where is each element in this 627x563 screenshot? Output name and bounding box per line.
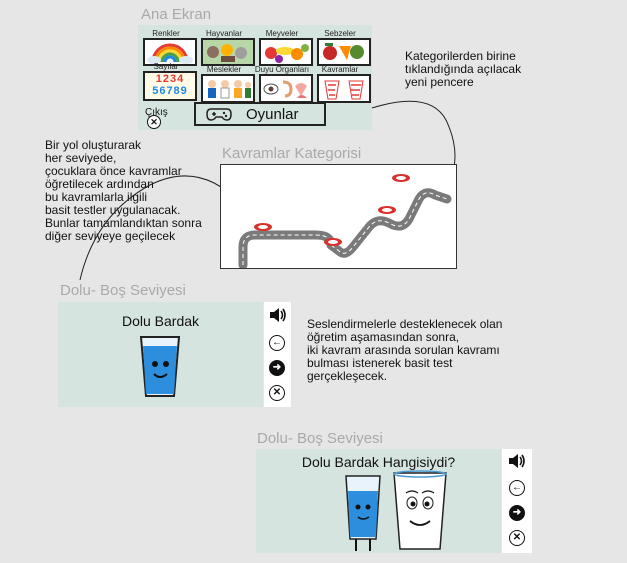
level-teach-title: Dolu- Boş Seviyesi: [60, 282, 186, 299]
back-button[interactable]: ←: [269, 335, 285, 351]
level-marker-icon: [392, 174, 410, 182]
speaker-icon[interactable]: [268, 306, 288, 324]
category-tile-hayvanlar[interactable]: [201, 38, 255, 66]
games-button[interactable]: Oyunlar: [194, 102, 326, 126]
audio-note-line: iki kavram arasında sorulan kavramı: [307, 343, 500, 357]
audio-note-line: gerçekleşecek.: [307, 369, 388, 383]
back-button[interactable]: ←: [509, 480, 525, 496]
path-note-line: bu kavramlarla ilgili: [45, 190, 148, 204]
category-tile-duyu-organlari[interactable]: [259, 74, 313, 103]
audio-note: Seslendirmelerle desteklenecek olan öğre…: [307, 318, 502, 383]
main-screen-title: Ana Ekran: [141, 6, 212, 23]
empty-glass-option[interactable]: [390, 469, 450, 553]
path-note-line: çocuklara önce kavramlar: [45, 164, 182, 178]
close-button[interactable]: ✕: [509, 530, 525, 546]
categories-note-line: tıklandığında açılacak: [405, 62, 522, 76]
vegetables-icon: [323, 43, 364, 60]
category-tile-sayilar[interactable]: 1234 56789: [143, 71, 197, 101]
gamepad-icon: [206, 108, 232, 121]
close-icon: ✕: [512, 532, 522, 543]
category-tile-kavramlar[interactable]: [317, 74, 371, 103]
rainbow-icon: [147, 43, 193, 64]
category-label-meslekler: Meslekler: [206, 65, 242, 74]
connector-categories-to-concepts: [371, 100, 456, 168]
level-teach-card-title: Dolu Bardak: [121, 313, 200, 329]
audio-note-line: Seslendirmelerle desteklenecek olan: [307, 317, 503, 331]
category-tile-meyveler[interactable]: [259, 38, 313, 66]
path-note-line: diğer seviyeye geçilecek: [45, 229, 176, 243]
numbers-line-1: 1234: [155, 73, 185, 85]
path-note-line: her seviyede,: [45, 151, 117, 165]
level-teach-controls: ← ➜ ✕: [264, 302, 291, 407]
close-button[interactable]: ✕: [269, 385, 285, 401]
concepts-icon: [324, 80, 364, 100]
path-note-line: basit testler uygulanacak.: [45, 203, 181, 217]
level-marker-icon: [378, 206, 396, 214]
professions-icon: [208, 80, 251, 99]
audio-note-line: bulması istenerek basit test: [307, 356, 453, 370]
exit-label: Çıkış: [145, 107, 168, 118]
speaker-icon[interactable]: [507, 452, 527, 470]
audio-note-line: öğretim aşamasından sonra,: [307, 330, 460, 344]
level-test-controls: ← ➜ ✕: [502, 449, 532, 553]
concept-path-panel: [220, 164, 457, 270]
path-note-line: Bunlar tamamlandıktan sonra: [45, 216, 202, 230]
level-teach-panel: Dolu Bardak: [58, 302, 263, 407]
full-glass-icon: [139, 336, 181, 397]
numbers-line-2: 56789: [152, 85, 188, 97]
connector-path-to-level: [79, 175, 242, 281]
games-label: Oyunlar: [246, 105, 299, 123]
category-label-sayilar: Sayılar: [153, 62, 179, 71]
close-icon: ✕: [150, 117, 158, 127]
level-test-panel: Dolu Bardak Hangisiydi?: [256, 449, 501, 553]
level-test-question: Dolu Bardak Hangisiydi?: [301, 454, 456, 470]
arrow-right-icon: ➜: [512, 507, 522, 518]
category-label-meyveler: Meyveler: [265, 29, 299, 38]
full-glass-option[interactable]: [342, 473, 384, 553]
senses-icon: [263, 80, 307, 98]
road-path-illustration: [238, 174, 452, 270]
exit-button[interactable]: ✕: [147, 115, 161, 129]
level-test-title: Dolu- Boş Seviyesi: [257, 430, 383, 447]
level-marker-icon: [254, 223, 272, 231]
path-note-line: Bir yol oluşturarak: [45, 138, 142, 152]
category-label-duyu-organlari: Duyu Organları: [254, 65, 310, 74]
category-label-renkler: Renkler: [152, 29, 180, 38]
close-icon: ✕: [272, 387, 282, 398]
level-marker-icon: [324, 238, 342, 246]
arrow-left-icon: ←: [272, 337, 282, 348]
fruits-icon: [265, 44, 309, 63]
arrow-left-icon: ←: [512, 482, 522, 493]
category-tile-renkler[interactable]: [143, 38, 197, 66]
animals-icon: [203, 40, 253, 64]
main-screen-panel: Renkler Hayvanlar Meyveler Sebzeler: [138, 25, 372, 130]
categories-note-line: Kategorilerden birine: [405, 49, 516, 63]
next-button[interactable]: ➜: [269, 360, 285, 376]
category-tile-sebzeler[interactable]: [317, 38, 371, 66]
categories-note-line: yeni pencere: [405, 75, 474, 89]
numbers-icon: 1234 56789: [145, 73, 195, 97]
categories-note: Kategorilerden birine tıklandığında açıl…: [405, 50, 521, 89]
category-label-sebzeler: Sebzeler: [324, 29, 356, 38]
category-label-hayvanlar: Hayvanlar: [205, 29, 242, 38]
path-note: Bir yol oluşturarak her seviyede, çocukl…: [45, 139, 202, 243]
path-note-line: öğretilecek ardından: [45, 177, 154, 191]
category-label-kavramlar: Kavramlar: [321, 65, 359, 74]
arrow-right-icon: ➜: [272, 362, 282, 373]
concept-category-title: Kavramlar Kategorisi: [222, 145, 362, 162]
next-button[interactable]: ➜: [509, 505, 525, 521]
